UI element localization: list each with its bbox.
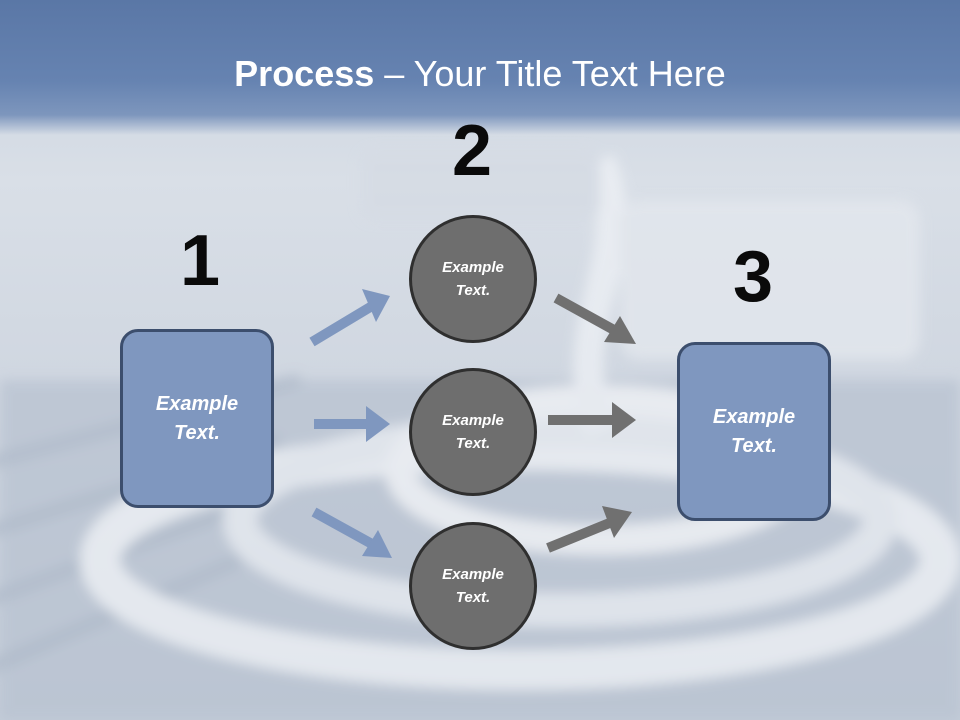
title-band [0, 0, 960, 135]
step-number-3: 3 [732, 237, 774, 317]
arrow-from-bottom-circle [546, 506, 632, 553]
slide-title: Process – Your Title Text Here [0, 52, 960, 96]
arrow-from-middle-circle [548, 402, 636, 438]
circle-middle: Example Text. [409, 368, 537, 496]
step-number-2: 2 [451, 111, 493, 191]
step-number-1: 1 [179, 221, 221, 301]
step-3-box: Example Text. [677, 342, 831, 521]
step-1-label: Example Text. [155, 392, 239, 444]
step-3-label: Example Text. [712, 405, 796, 457]
arrow-from-top-circle [553, 293, 636, 344]
circle-top: Example Text. [409, 215, 537, 343]
arrow-to-top-circle [309, 289, 390, 347]
circle-bottom-label: Example Text. [442, 566, 504, 606]
circle-middle-label: Example Text. [442, 412, 504, 452]
circle-top-label: Example Text. [442, 259, 504, 299]
arrow-to-middle-circle [314, 406, 390, 442]
step-1-box: Example Text. [120, 329, 274, 508]
arrow-to-bottom-circle [311, 507, 392, 558]
title-bold: Process [234, 53, 375, 94]
title-rest: – Your Title Text Here [374, 53, 726, 94]
circle-bottom: Example Text. [409, 522, 537, 650]
